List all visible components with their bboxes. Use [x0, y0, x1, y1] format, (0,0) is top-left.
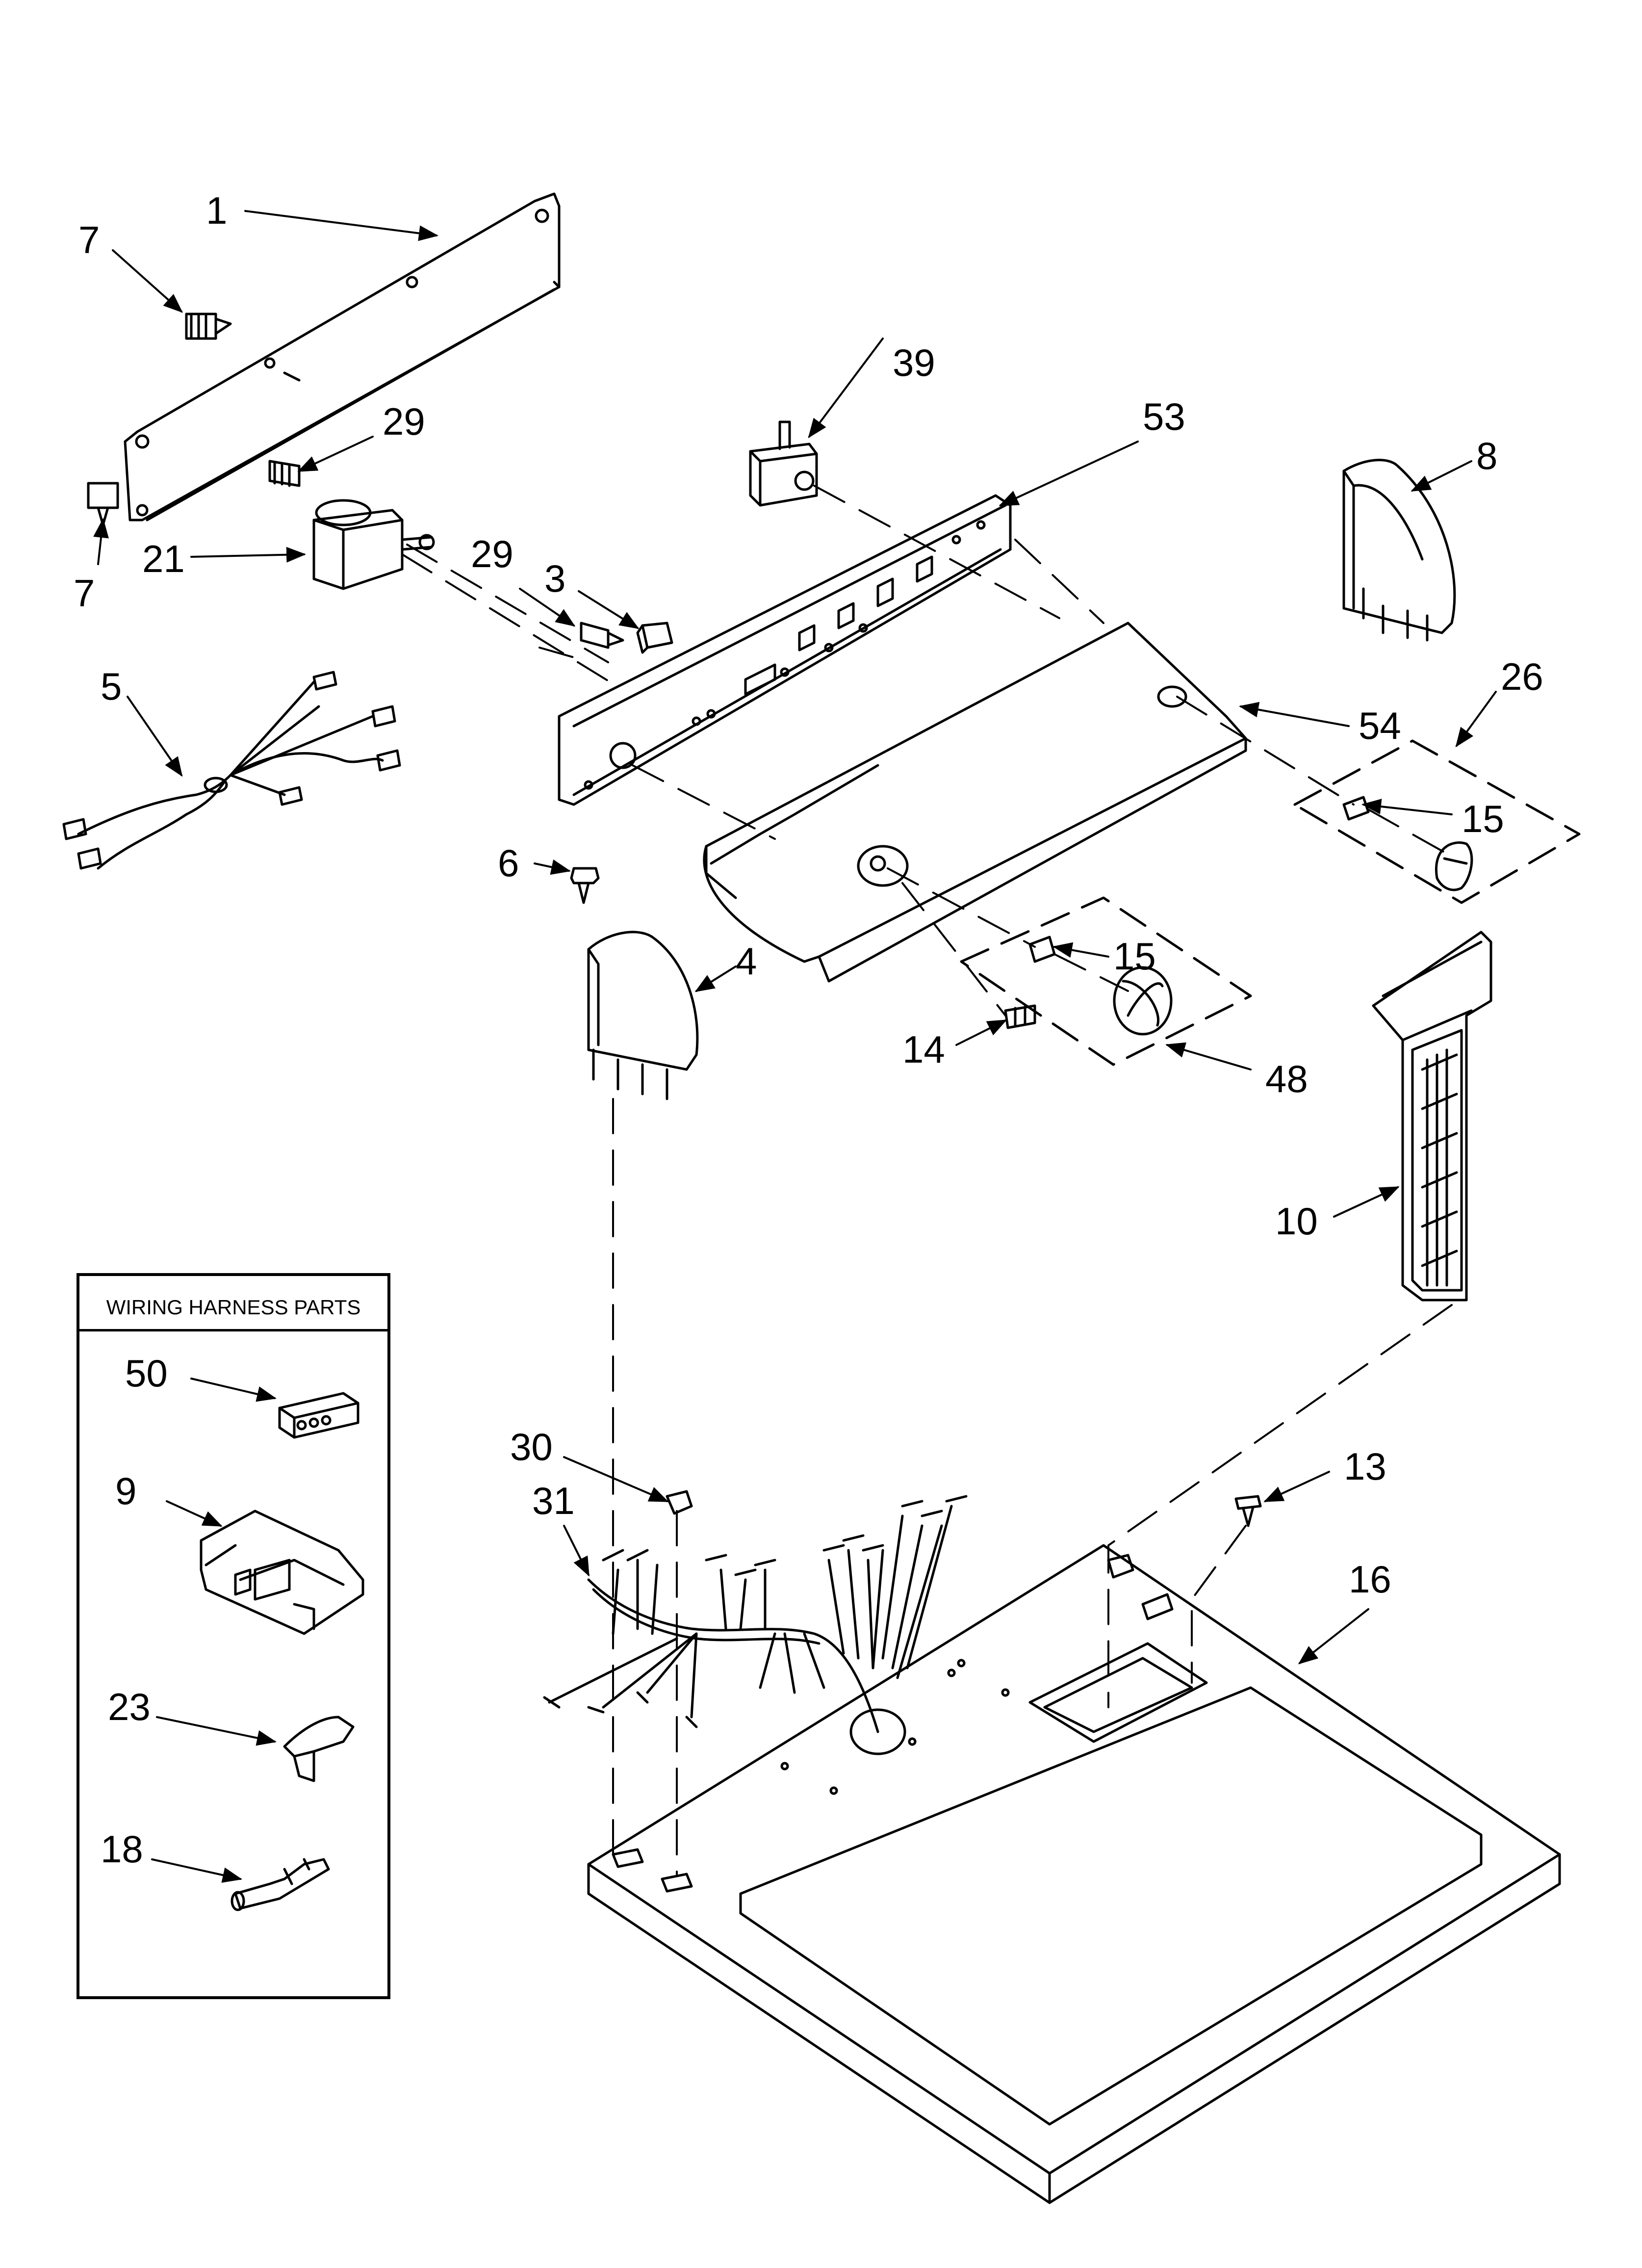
callout-26: 26: [1501, 655, 1543, 698]
callout-15-right: 15: [1462, 797, 1504, 840]
callout-29-middle: 29: [471, 532, 513, 575]
control-panel-strip-53: [558, 494, 1012, 806]
screw-29-middle: [580, 622, 624, 649]
wiring-harness-5: [62, 671, 401, 870]
screw-7-bottom: [87, 482, 119, 526]
callout-6: 6: [498, 841, 519, 885]
callout-10: 10: [1275, 1199, 1318, 1243]
lint-screen-10: [1372, 931, 1492, 1302]
assembly-lines: [401, 485, 1453, 1875]
screw-29-top: [268, 460, 301, 487]
switch-39: [749, 420, 818, 507]
screw-13: [1234, 1495, 1262, 1527]
callout-15-center: 15: [1113, 935, 1156, 978]
callout-8: 8: [1476, 434, 1498, 477]
callout-1: 1: [206, 189, 228, 232]
connector-50: [278, 1392, 359, 1439]
end-cap-left-4: [587, 931, 699, 1100]
knob-group-48-box: [960, 896, 1252, 1066]
wiring-harness-legend: WIRING HARNESS PARTS: [77, 1273, 390, 1999]
callout-13: 13: [1344, 1445, 1386, 1488]
knob-48: [1113, 966, 1173, 1036]
callout-48: 48: [1265, 1057, 1308, 1100]
clip-23: [283, 1716, 355, 1782]
callout-5: 5: [101, 665, 122, 708]
callout-30: 30: [510, 1425, 553, 1468]
callout-21: 21: [142, 537, 185, 580]
terminal-18: [231, 1858, 330, 1911]
wiring-harness-31: [543, 1495, 968, 1733]
screw-7-top: [185, 313, 232, 340]
top-panel-16: [587, 1544, 1561, 2204]
legend-title: WIRING HARNESS PARTS: [106, 1296, 361, 1319]
callout-7-top: 7: [78, 218, 100, 261]
screw-6: [570, 867, 600, 904]
knob-sleeve-15-right: [1342, 796, 1370, 821]
callout-leaders: [93, 210, 1497, 1883]
callout-16: 16: [1349, 1558, 1391, 1601]
callout-18: 18: [101, 1827, 143, 1871]
callout-9: 9: [115, 1469, 137, 1512]
callout-39: 39: [893, 341, 935, 384]
callout-23: 23: [108, 1685, 151, 1728]
timer-21: [312, 499, 435, 590]
callout-7-bottom: 7: [74, 572, 95, 615]
knob-sleeve-15-center: [1028, 936, 1056, 963]
callout-3: 3: [544, 557, 566, 600]
end-cap-right-8: [1342, 459, 1456, 642]
clip-30: [666, 1490, 693, 1515]
callout-31: 31: [532, 1479, 575, 1522]
knob-group-26-box: [1293, 739, 1581, 904]
callout-29-top: 29: [383, 400, 425, 443]
callout-14: 14: [902, 1028, 945, 1071]
callout-4: 4: [736, 939, 757, 983]
callout-54: 54: [1359, 704, 1401, 747]
clip-3: [636, 622, 673, 654]
callout-53: 53: [1143, 395, 1185, 438]
callout-50: 50: [125, 1352, 168, 1395]
rear-bracket-panel: [124, 192, 561, 521]
legend-divider: [79, 1329, 387, 1331]
terminal-block-9: [200, 1510, 364, 1635]
console-54: [703, 622, 1247, 983]
